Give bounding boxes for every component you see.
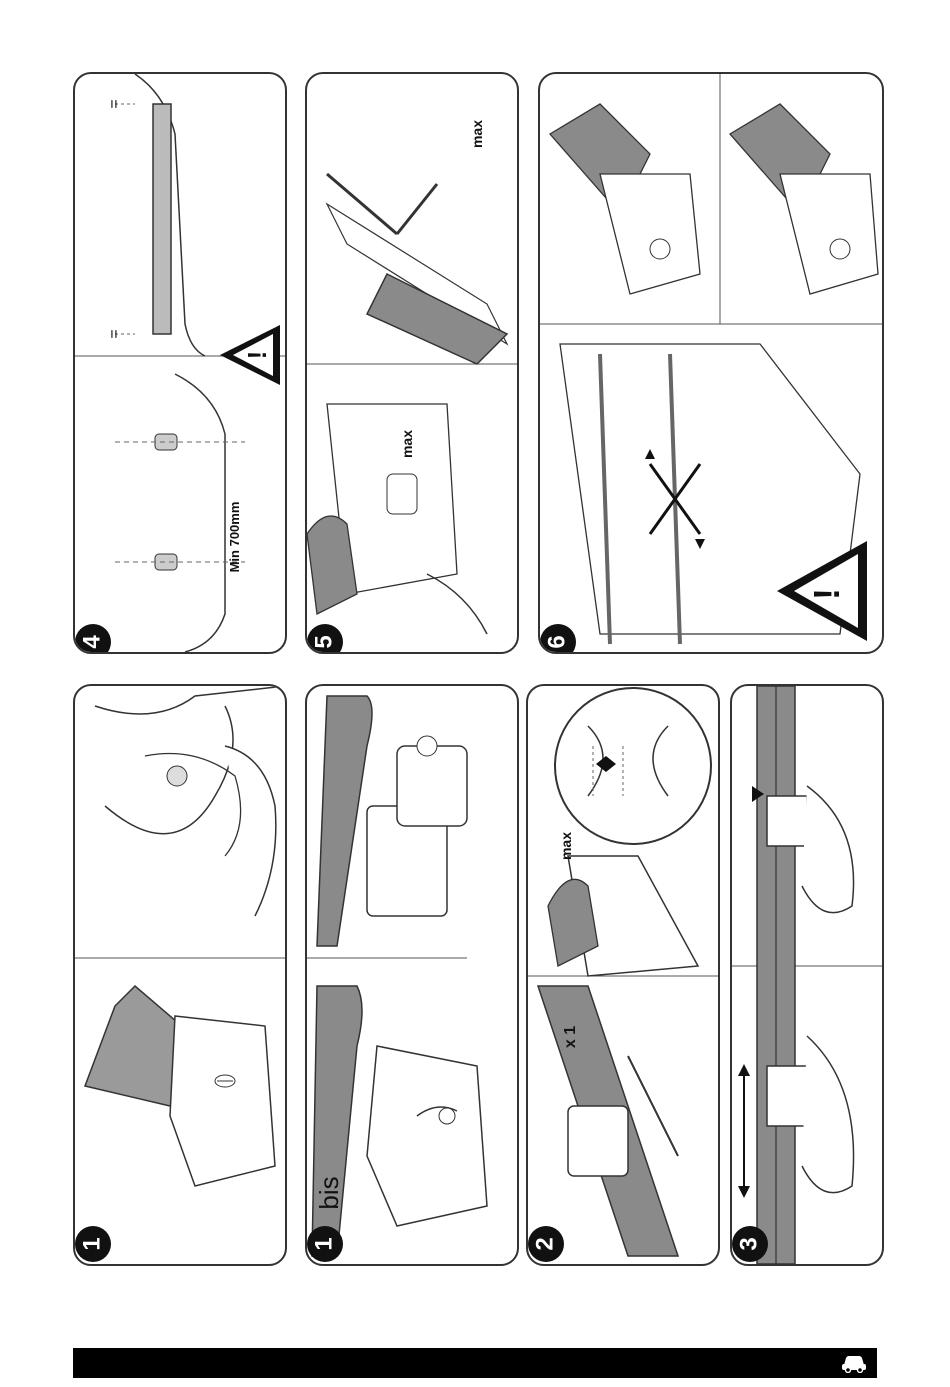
step-4-equal-mark-top: =: [105, 94, 125, 114]
step-5-max-label-top: max: [467, 114, 487, 154]
step-4-min-label: Min 700mm: [226, 477, 244, 597]
footer-bar: [73, 1348, 877, 1378]
step-1-panel: 1: [73, 684, 287, 1266]
step-2-number: 2: [528, 1226, 564, 1262]
step-6-panel: ! 6: [538, 72, 884, 654]
step-3-number: 3: [732, 1226, 768, 1262]
step-1-illustration: [75, 686, 285, 1264]
step-1bis-suffix: bis: [314, 1171, 344, 1215]
step-1bis-panel: 1 bis: [305, 684, 519, 1266]
step-5-illustration: [307, 74, 517, 652]
step-4-number: 4: [75, 624, 111, 654]
step-4-panel: ! 4 Min 700mm = =: [73, 72, 287, 654]
step-4-warning-symbol: !: [242, 340, 272, 370]
step-1bis-number: 1: [307, 1226, 343, 1262]
car-icon: [841, 1353, 867, 1373]
step-2-panel: 2 x 1 max: [526, 684, 720, 1266]
step-2-max-label: max: [556, 826, 576, 866]
step-3-panel: 3: [730, 684, 884, 1266]
step-1-number: 1: [75, 1226, 111, 1262]
step-6-warning-symbol: !: [807, 574, 847, 614]
step-5-max-label-bottom: max: [397, 424, 417, 464]
step-2-illustration: [528, 686, 718, 1264]
step-6-number: 6: [540, 624, 576, 654]
step-5-number: 5: [307, 624, 343, 654]
step-2-x1-label: x 1: [560, 1012, 582, 1062]
step-5-panel: 5 max max: [305, 72, 519, 654]
step-3-illustration: [732, 686, 882, 1264]
step-4-equal-mark-bottom: =: [105, 324, 125, 344]
